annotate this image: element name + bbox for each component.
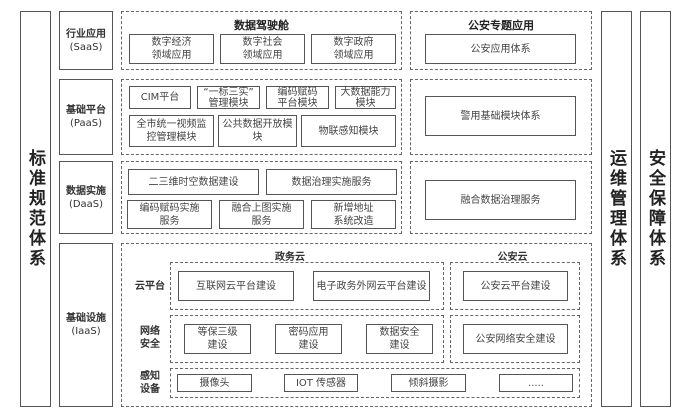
layer-saas: 行业应用 (SaaS) — [59, 11, 113, 70]
gov-network-security-group — [170, 315, 444, 363]
layer-daas-name: 数据实施 — [66, 185, 106, 197]
sensing-item: ..... — [499, 374, 573, 392]
iaas-gov-item: 数据安全 建设 — [366, 324, 433, 354]
iaas-gov-item: 等保三级 建设 — [184, 324, 251, 354]
iaas-gov-item: 密码应用 建设 — [275, 324, 342, 354]
daas-item: 数据治理实施服务 — [266, 169, 397, 195]
sensing-item: 倾斜摄影 — [391, 374, 466, 392]
iaas-police-item: 公安网络安全建设 — [463, 324, 568, 354]
paas-item: 大数据能力 模块 — [335, 86, 396, 109]
sensing-devices-group — [170, 368, 580, 398]
daas-item: 二三维时空数据建设 — [128, 169, 259, 195]
layer-iaas-tier: (IaaS) — [71, 326, 101, 337]
ops-management-bar: 运维管理体系 — [601, 11, 632, 407]
iaas-gov-item: 电子政务外网云平台建设 — [313, 271, 430, 301]
layer-paas-tier: (PaaS) — [70, 118, 102, 129]
layer-iaas-name: 基础设施 — [66, 313, 106, 324]
police-cloud-title: 公安云 — [497, 252, 528, 263]
gov-cloud-platform-group — [170, 262, 444, 310]
layer-saas-tier: (SaaS) — [69, 41, 103, 53]
iaas-row-label-sensing: 感知 设备 — [140, 371, 160, 395]
paas-item: CIM平台 — [129, 86, 191, 109]
saas-item: 数字社会 领域应用 — [220, 34, 305, 64]
security-system-bar: 安全保障体系 — [640, 11, 671, 407]
layer-daas-tier: (DaaS) — [68, 198, 104, 210]
paas-item: 编码赋码 平台模块 — [266, 86, 329, 109]
layer-daas: 数据实施 (DaaS) — [59, 161, 113, 234]
saas-police-title: 公安专题应用 — [468, 19, 534, 32]
saas-data-cockpit-title: 数据驾驶舱 — [234, 19, 289, 32]
sensing-item: 摄像头 — [177, 374, 252, 392]
police-cloud-platform-group — [450, 262, 580, 310]
standards-system-label: 标准规范体系 — [25, 149, 45, 269]
paas-left-group — [121, 79, 402, 155]
daas-item: 新增地址 系统改造 — [311, 200, 396, 229]
daas-left-group — [121, 161, 402, 234]
paas-police-item: 警用基础模块体系 — [425, 96, 576, 136]
layer-iaas: 基础设施 (IaaS) — [59, 243, 113, 407]
gov-cloud-title: 政务云 — [275, 252, 305, 263]
security-system-label: 安全保障体系 — [645, 149, 665, 269]
paas-police-group — [410, 79, 592, 155]
saas-item: 数字经济 领域应用 — [129, 34, 214, 64]
iaas-police-item: 公安云平台建设 — [463, 271, 568, 301]
iaas-row-label-network: 网络 安全 — [140, 326, 160, 350]
daas-item: 融合上图实施 服务 — [219, 200, 304, 229]
daas-police-item: 融合数据治理服务 — [425, 180, 576, 220]
paas-item: 公共数据开放模 块 — [218, 115, 297, 147]
ops-management-label: 运维管理体系 — [606, 149, 626, 269]
standards-system-bar: 标准规范体系 — [20, 11, 51, 407]
layer-saas-name: 行业应用 — [66, 28, 106, 40]
saas-police-item: 公安应用体系 — [425, 34, 576, 64]
paas-item: 物联感知模块 — [301, 115, 396, 147]
layer-paas-name: 基础平台 — [66, 105, 106, 116]
daas-item: 编码赋码实施 服务 — [127, 200, 212, 229]
iaas-group — [121, 243, 592, 407]
paas-item: “一标三实” 管理模块 — [197, 86, 260, 109]
police-network-security-group — [450, 315, 580, 363]
sensing-item: IOT 传感器 — [284, 374, 358, 392]
saas-data-cockpit-group — [121, 11, 402, 70]
iaas-gov-item: 互联网云平台建设 — [178, 271, 294, 301]
daas-police-group — [410, 161, 592, 234]
saas-police-group — [410, 11, 592, 70]
paas-item: 全市统一视频监 控管理模块 — [129, 115, 214, 147]
iaas-row-label-cloud: 云平台 — [135, 281, 165, 292]
layer-paas: 基础平台 (PaaS) — [59, 79, 113, 155]
saas-item: 数字政府 领域应用 — [311, 34, 396, 64]
